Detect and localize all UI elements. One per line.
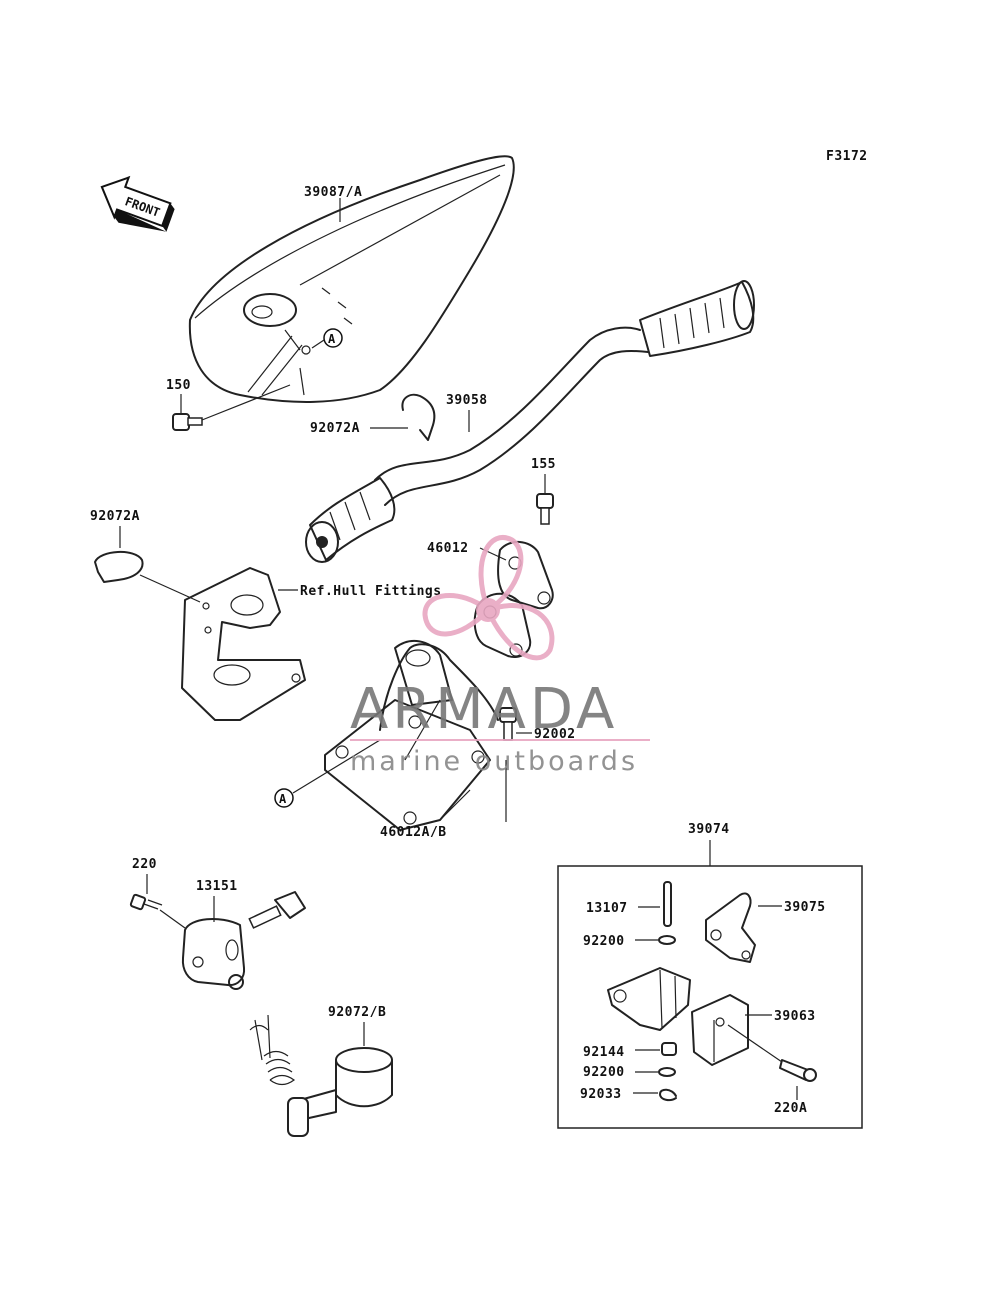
cover-39063-drawing: [691, 994, 749, 1066]
spring-92144-drawing: [661, 1042, 677, 1056]
bolt-150-drawing: [172, 384, 291, 431]
label-92072A-top: 92072A: [310, 421, 360, 436]
label-220: 220: [132, 857, 157, 872]
bolt-155-drawing: [536, 493, 554, 525]
label-39087A: 39087/A: [304, 185, 362, 200]
label-92144: 92144: [583, 1045, 625, 1060]
callout-a-bottom-letter: A: [279, 792, 287, 806]
label-13107: 13107: [586, 901, 628, 916]
front-arrow-icon: FRONT: [100, 175, 175, 232]
propeller-logo-icon: [422, 535, 555, 661]
lever-base-drawing: [607, 967, 691, 1031]
holder-base-drawing: [324, 639, 499, 831]
callout-a-top-letter: A: [328, 332, 336, 346]
callout-a-top: [323, 328, 343, 348]
clamp-92072A-left-drawing: [94, 551, 144, 583]
label-220A: 220A: [774, 1101, 807, 1116]
screw-220A-drawing: [727, 1024, 817, 1082]
circlip-92033-drawing: [659, 1088, 677, 1102]
label-39058: 39058: [446, 393, 488, 408]
figure-code: F3172: [826, 149, 868, 164]
label-92072A-left: 92072A: [90, 509, 140, 524]
washer-92200-bottom-drawing: [658, 1067, 676, 1077]
label-92033: 92033: [580, 1087, 622, 1102]
label-46012: 46012: [427, 541, 469, 556]
handlebar-drawing: [305, 280, 755, 563]
watermark-brand: ARMADA: [350, 677, 618, 742]
label-ref-hull: Ref.Hull Fittings: [300, 584, 442, 599]
label-46012AB: 46012A/B: [380, 825, 447, 840]
handle-pad-drawing: [188, 155, 515, 403]
clamp-92072A-top-drawing: [401, 393, 436, 441]
leader-a-bottom: [292, 739, 381, 794]
label-39063: 39063: [774, 1009, 816, 1024]
hull-bracket-drawing: [139, 567, 306, 721]
pin-13107-drawing: [663, 881, 672, 927]
label-39075: 39075: [784, 900, 826, 915]
lever-assy-box: [557, 865, 863, 1129]
label-13151: 13151: [196, 879, 238, 894]
washer-92200-top-drawing: [658, 935, 676, 945]
label-92200-bottom: 92200: [583, 1065, 625, 1080]
watermark-tagline: marine outboards: [350, 746, 638, 777]
switch-13151-drawing: [181, 891, 306, 990]
callout-a-bottom: [274, 788, 294, 808]
label-39074: 39074: [688, 822, 730, 837]
clamp-92072B-drawing: [249, 1014, 393, 1137]
label-92200-top: 92200: [583, 934, 625, 949]
leader-a-top: [311, 339, 325, 349]
lever-39075-drawing: [705, 892, 756, 963]
leader-46012AB: [439, 760, 507, 822]
armada-watermark: ARMADA marine outboards: [350, 535, 650, 777]
bolt-220-drawing: [129, 893, 186, 929]
label-150: 150: [166, 378, 191, 393]
label-92002: 92002: [534, 727, 576, 742]
label-155: 155: [531, 457, 556, 472]
label-92072B: 92072/B: [328, 1005, 386, 1020]
